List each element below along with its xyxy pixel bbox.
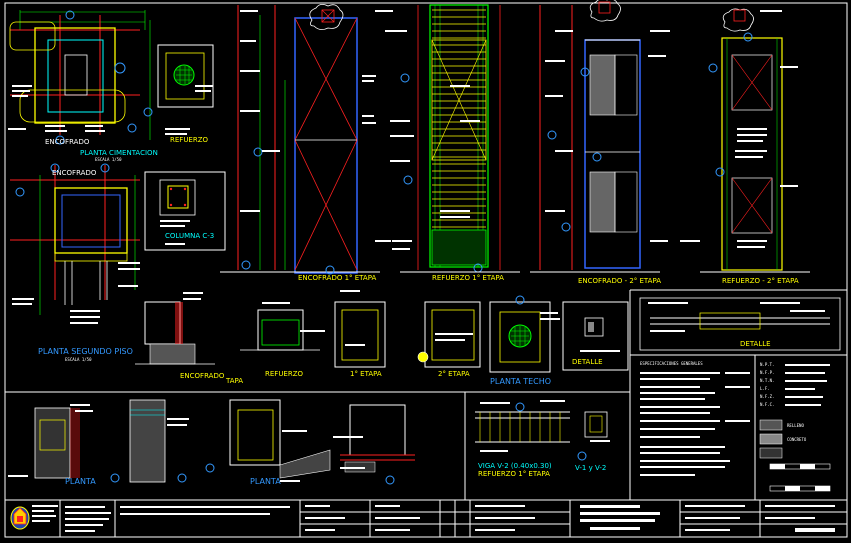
refuerzo-low-title: REFUERZO [265,370,304,378]
refuerzo-top-label: REFUERZO [170,136,209,144]
legend-item-3: L.F. [760,386,770,391]
abbrev-legend: N.P.T. N.F.P. N.T.N. L.F. N.F.Z. N.F.C. [760,362,830,407]
refuerzo-1-title: REFUERZO 1° ETAPA [432,274,504,282]
detail-tapa-title: TAPA [225,377,243,385]
especificaciones-generales: ESPECIFICACIONES GENERALES [640,361,831,492]
refuerzo-1-etapa-elevation: REFUERZO 1° ETAPA [385,4,520,282]
planta-segundo-piso-title: PLANTA SEGUNDO PISO [38,347,133,356]
planta-cimentacion-title: PLANTA CIMENTACION [80,149,158,157]
viga-title: VIGA V-2 (0.40x0.30) [478,462,552,470]
detalle-small-title: DETALLE [572,358,603,366]
viga-section: VIGA V-2 (0.40x0.30) REFUERZO 1° ETAPA V… [475,400,610,478]
encofrado-2-etapa-elevation: ENCOFRADO - 2° ETAPA [530,0,670,285]
columna-detail: COLUMNA C-3 [144,171,226,251]
escala-label-1: ESCALA 1/50 [95,157,122,162]
refuerzo-detail-top: REFUERZO [143,44,214,144]
legend-item-4: N.F.Z. [760,394,774,399]
legend-relleno: RELLENO [787,423,804,428]
planta-techo-title: PLANTA TECHO [490,377,551,386]
legend-panel: RELLENO CONCRETO [759,419,807,459]
middle-row-details: ENCOFRADO REFUERZO TAPA 1° ETAPA 2° ETAP… [135,290,629,386]
refuerzo-2-etapa-elevation: REFUERZO - 2° ETAPA [680,8,810,285]
columna-title: COLUMNA C-3 [165,232,214,240]
logo-seal [10,506,30,530]
planta-segundo-piso-drawing: ENCOFRADO PLANTA SEGUNDO PISO ESCALA 1/5… [10,163,140,362]
etapa-2-title: 2° ETAPA [438,370,470,378]
title-block [4,499,848,538]
encofrado-segundo-label: ENCOFRADO [52,169,97,177]
etapa-1-title: 1° ETAPA [350,370,382,378]
encofrado-label: ENCOFRADO [45,138,90,146]
legend-item-2: N.T.N. [760,378,774,383]
planta-bottom-1: PLANTA [65,477,96,486]
refuerzo-viga-title: REFUERZO 1° ETAPA [478,470,550,478]
escala-label-2: ESCALA 1/50 [65,357,92,362]
legend-item-1: N.F.P. [760,370,774,375]
refuerzo-2-title: REFUERZO - 2° ETAPA [722,277,799,285]
especificaciones-title: ESPECIFICACIONES GENERALES [640,361,703,366]
detalle-right-panel: DETALLE [639,297,841,351]
scale-bar [769,463,831,492]
planta-cimentacion-drawing: ENCOFRADO PLANTA CIMENTACION ESCALA 1/50 [8,10,158,162]
bottom-left-details: PLANTA PLANTA [8,399,415,486]
legend-concreto: CONCRETO [787,437,807,442]
encofrado-1-title: ENCOFRADO 1° ETAPA [298,274,376,282]
legend-item-5: N.F.C. [760,402,774,407]
encofrado-2-title: ENCOFRADO - 2° ETAPA [578,277,661,285]
planta-bottom-2: PLANTA [250,477,281,486]
legend-item-0: N.P.T. [760,362,774,367]
encofrado-1-etapa-elevation: ENCOFRADO 1° ETAPA [220,4,393,282]
encofrado-low-title: ENCOFRADO [180,372,225,380]
detalle-title: DETALLE [740,340,771,348]
corte-title: V-1 y V-2 [575,464,606,472]
